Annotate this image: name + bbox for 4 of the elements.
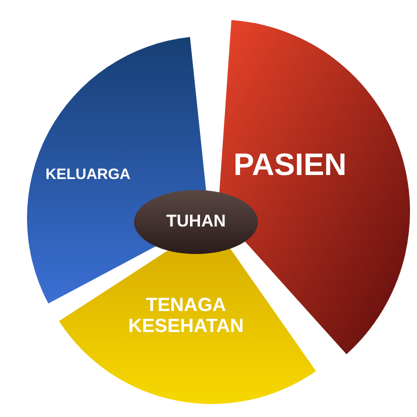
segment-label: KELUARGA	[44, 166, 132, 184]
segment-label: TENAGA KESEHATAN	[127, 296, 245, 338]
segment-label: TUHAN	[165, 212, 227, 232]
segment-label: PASIEN	[232, 148, 348, 182]
